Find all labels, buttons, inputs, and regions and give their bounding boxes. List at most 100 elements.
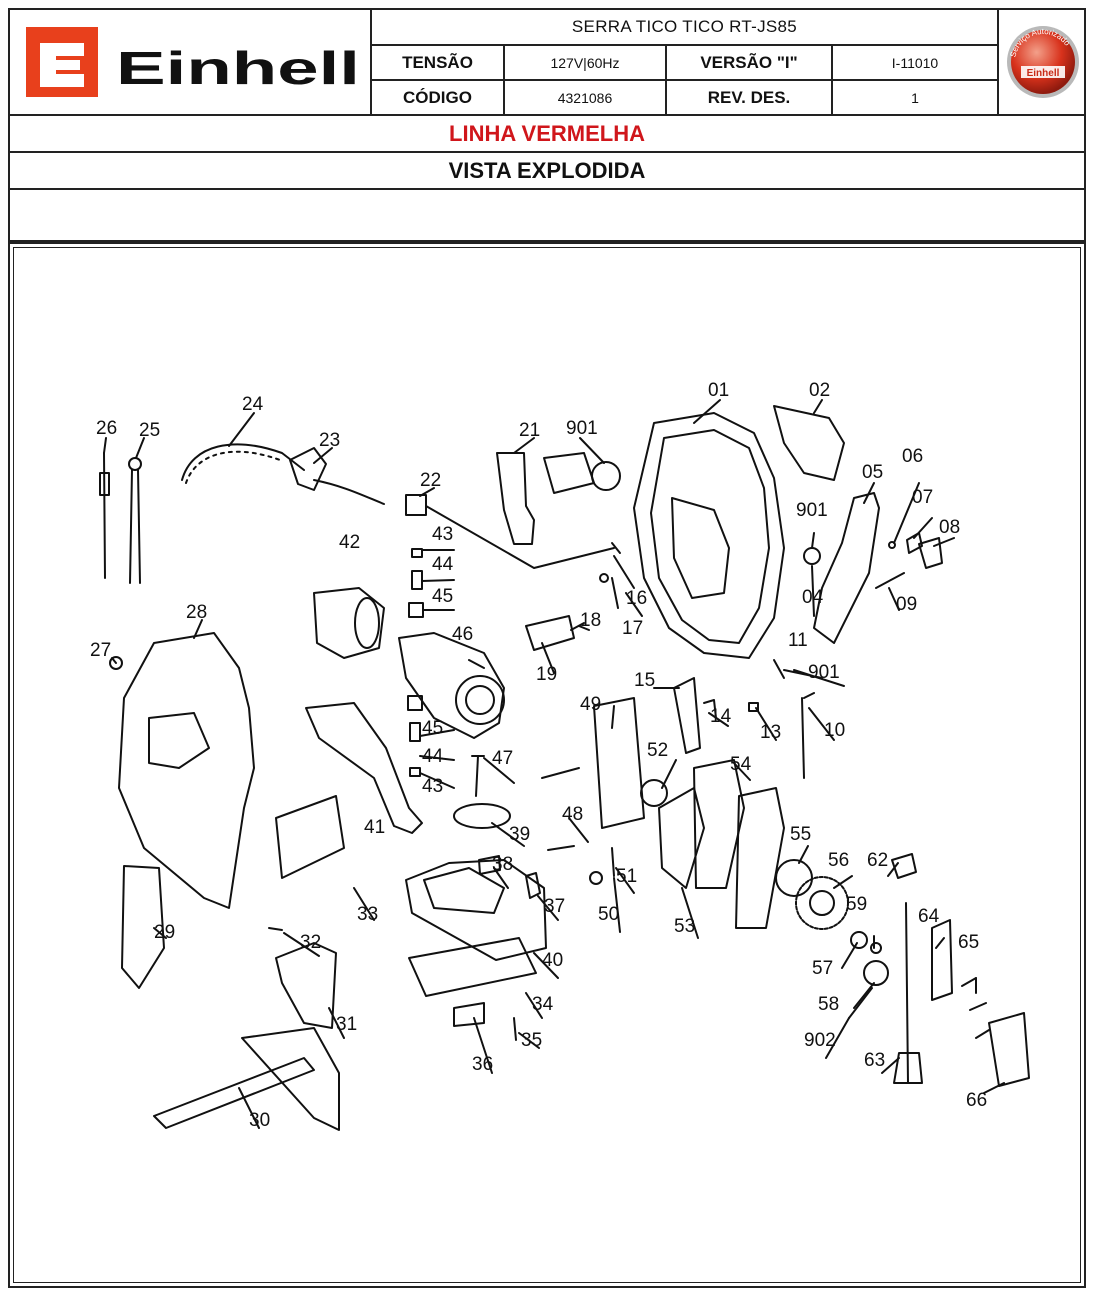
- part-label-63: 63: [864, 1050, 885, 1071]
- brand-wordmark: Einhell: [116, 42, 360, 94]
- exploded-view-diagram: 26 25 24 23 22 21 901 01 02 05 06 07 08 …: [90, 380, 1030, 1131]
- part-label-18: 18: [580, 610, 601, 631]
- part-label-50: 50: [598, 904, 619, 925]
- part-label-22: 22: [420, 470, 441, 491]
- seal-brand: Einhell: [1027, 68, 1060, 79]
- part-23-cord-protector: [289, 447, 327, 491]
- part-33-shield: [275, 795, 345, 879]
- part-label-31: 31: [336, 1014, 357, 1035]
- part-label-65: 65: [958, 932, 979, 953]
- part-28-housing-half: [118, 632, 255, 909]
- part-56-gear: [795, 876, 849, 930]
- part-55-ring: [775, 859, 813, 897]
- part-label-54: 54: [730, 754, 752, 775]
- part-label-26: 26: [96, 418, 117, 439]
- part-21-switch: [496, 452, 535, 545]
- revision-value: 1: [911, 89, 919, 106]
- part-label-07: 07: [912, 487, 933, 508]
- drawing-area: 26 25 24 23 22 21 901 01 02 05 06 07 08 …: [13, 247, 1081, 1283]
- part-label-51: 51: [616, 866, 637, 887]
- part-label-37: 37: [544, 896, 565, 917]
- part-10-rod: [801, 692, 815, 779]
- part-label-46: 46: [452, 624, 473, 645]
- part-label-34: 34: [532, 994, 554, 1015]
- part-18-spring: [570, 622, 585, 631]
- part-43-cap: [411, 548, 423, 558]
- code-label: CÓDIGO: [372, 81, 505, 114]
- part-label-49: 49: [580, 694, 601, 715]
- part-26-cable: [103, 452, 106, 579]
- revision-label: REV. DES.: [667, 81, 833, 114]
- part-label-902: 902: [804, 1030, 836, 1051]
- part-label-56: 56: [828, 850, 849, 871]
- part-25-wire: [129, 469, 141, 584]
- part-59-screw: [870, 942, 882, 954]
- part-34-base-plate: [408, 937, 537, 997]
- code-value: 4321086: [505, 81, 667, 114]
- part-39-counterweight: [453, 803, 511, 829]
- part-08-lever: [918, 537, 943, 569]
- part-label-14: 14: [710, 706, 732, 727]
- part-label-43-a: 43: [432, 524, 453, 545]
- part-35-screw: [513, 1017, 517, 1041]
- part-44-brush: [411, 570, 423, 590]
- voltage-value: 127V|60Hz: [505, 46, 667, 79]
- voltage-row: TENSÃO 127V|60Hz VERSÃO "I" I-11010: [372, 46, 997, 81]
- voltage-label: TENSÃO: [372, 46, 505, 79]
- part-label-48: 48: [562, 804, 583, 825]
- part-41-chute: [305, 702, 423, 834]
- parts-sheet: Einhell SERRA TICO TICO RT-JS85 TENSÃO 1…: [8, 8, 1086, 1288]
- part-40-gearbox: [405, 859, 547, 961]
- part-label-33: 33: [357, 904, 378, 925]
- part-37-spring: [525, 872, 541, 899]
- part-29-guard: [121, 865, 165, 989]
- line-name: LINHA VERMELHA: [8, 116, 1086, 153]
- authorized-service-seal: Serviço Autorizado Einhell: [997, 10, 1084, 114]
- part-label-42: 42: [339, 532, 360, 553]
- part-14-pin: [703, 699, 717, 719]
- part-09-spring: [875, 572, 905, 589]
- part-label-13: 13: [760, 722, 781, 743]
- part-65-screws: [961, 977, 990, 1039]
- part-label-44-a: 44: [432, 554, 454, 575]
- drawing-frame: 26 25 24 23 22 21 901 01 02 05 06 07 08 …: [8, 242, 1086, 1288]
- part-label-53: 53: [674, 916, 695, 937]
- part-22-terminal: [405, 494, 427, 516]
- part-label-10: 10: [824, 720, 845, 741]
- part-17-screw: [599, 573, 609, 583]
- part-label-30: 30: [249, 1110, 270, 1131]
- part-50-screw: [589, 871, 603, 885]
- part-63-plunger: [893, 902, 923, 1084]
- part-label-24: 24: [242, 394, 264, 415]
- part-54-plate-a: [693, 759, 745, 889]
- part-901-disc: [591, 461, 621, 491]
- part-label-17: 17: [622, 618, 643, 639]
- part-30-fence: [153, 1057, 315, 1129]
- part-label-41: 41: [364, 817, 385, 838]
- part-31-nozzle: [275, 942, 337, 1029]
- part-label-45-a: 45: [432, 586, 453, 607]
- part-label-45-b: 45: [422, 718, 443, 739]
- version-label: VERSÃO "I": [667, 46, 833, 79]
- part-11-pin: [773, 659, 785, 679]
- part-label-901-b: 901: [796, 500, 828, 521]
- part-label-66: 66: [966, 1090, 987, 1111]
- logo-e-mark: [40, 43, 84, 87]
- part-label-11: 11: [788, 630, 808, 651]
- part-42-stator: [313, 587, 385, 659]
- part-label-08: 08: [939, 517, 960, 538]
- header-table: Einhell SERRA TICO TICO RT-JS85 TENSÃO 1…: [8, 8, 1086, 116]
- part-label-36: 36: [472, 1054, 493, 1075]
- part-label-06: 06: [902, 446, 923, 467]
- part-26-lug: [99, 472, 110, 496]
- part-13-clip: [748, 702, 759, 712]
- part-49-frame: [593, 697, 645, 829]
- part-label-39: 39: [509, 824, 530, 845]
- part-label-29: 29: [154, 922, 175, 943]
- part-24-cord: [181, 443, 305, 481]
- part-label-64: 64: [918, 906, 940, 927]
- part-51-pin: [611, 847, 615, 877]
- part-15-cam: [673, 677, 701, 754]
- part-62-clamp: [891, 853, 917, 879]
- part-label-09: 09: [896, 594, 917, 615]
